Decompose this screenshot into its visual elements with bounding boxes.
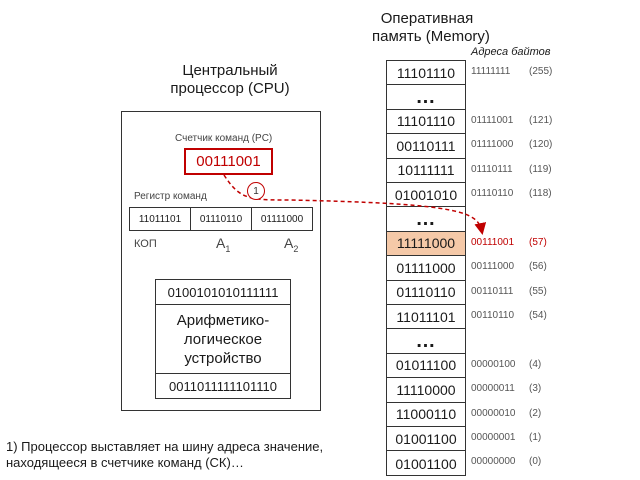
- ir-field-cop: 11011101: [130, 208, 191, 230]
- memory-address-decimal: (121): [529, 114, 553, 126]
- memory-cell: 11101110: [387, 61, 465, 86]
- cpu-title-line-1: Центральный: [182, 62, 278, 79]
- step-badge-number: 1: [253, 185, 259, 197]
- memory-cell: 10111111: [387, 159, 465, 183]
- memory-cell: 11110000: [387, 378, 465, 403]
- memory-address-decimal: (54): [529, 310, 547, 321]
- annotation-line-1: 1) Процессор выставляет на шину адреса з…: [6, 439, 324, 454]
- memory-address-decimal: (118): [529, 188, 552, 199]
- memory-title: Оперативная память (Memory): [372, 10, 490, 46]
- memory-address-binary: 00111001: [471, 236, 515, 248]
- memory-address-binary: 01110110: [471, 188, 514, 199]
- alu-box: 0100101010111111 Арифметико- логическое …: [155, 279, 291, 399]
- ir-label-a2: A2: [284, 235, 299, 254]
- alu-name-line-1: Арифметико-: [176, 311, 270, 329]
- memory-address-binary: 00000010: [471, 407, 516, 419]
- ir-label-cop: КОП: [134, 238, 157, 250]
- memory-cell: 00110111: [387, 134, 465, 159]
- memory-address-decimal: (255): [529, 66, 553, 77]
- memory-address-decimal: (120): [529, 139, 553, 151]
- alu-register-bottom: 0011011111101110: [156, 373, 290, 398]
- alu-name-line-2: логическое: [183, 330, 263, 348]
- annotation-line-2: находящееся в счетчике команд (СК)…: [6, 455, 244, 470]
- memory-cell: 01110110: [387, 281, 465, 305]
- memory-cell: 11000110: [387, 403, 465, 427]
- memory-ellipsis: …: [387, 85, 465, 110]
- memory-address-binary: 00000100: [471, 358, 516, 370]
- ir-label: Регистр команд: [134, 191, 207, 202]
- memory-cell: 01001100: [395, 455, 457, 472]
- memory-address-binary: 01111001: [471, 114, 514, 126]
- memory-cell: 01111000: [387, 256, 465, 281]
- memory-address-binary: 00110110: [471, 310, 515, 321]
- annotation: 1) Процессор выставляет на шину адреса з…: [6, 439, 323, 471]
- memory-address-binary: 00111000: [471, 261, 515, 273]
- ir-label-a1: A1: [216, 235, 231, 254]
- memory-title-line-2: память (Memory): [372, 28, 490, 45]
- ir-field-a2: 01111000: [260, 213, 304, 225]
- memory-address-binary: 00000000: [471, 456, 516, 468]
- memory-cell: 11011101: [387, 305, 465, 330]
- memory-address-decimal: (57): [529, 236, 547, 248]
- cpu-title-line-2: процессор (CPU): [170, 80, 290, 97]
- memory-title-line-1: Оперативная: [380, 10, 474, 27]
- memory-address-binary: 00000001: [471, 432, 516, 443]
- memory-address-decimal: (4): [529, 358, 542, 370]
- alu-name: Арифметико- логическое устройство: [156, 305, 290, 373]
- cpu-title: Центральный процессор (CPU): [160, 62, 300, 98]
- memory-address-decimal: (56): [529, 261, 547, 273]
- memory-address-decimal: (0): [529, 456, 542, 468]
- alu-register-top: 0100101010111111: [156, 280, 290, 305]
- memory-cell: 01001100: [387, 427, 465, 452]
- addresses-header: Адреса байтов: [471, 46, 551, 58]
- memory-address-decimal: (119): [529, 163, 552, 175]
- memory-address-decimal: (55): [529, 285, 547, 297]
- memory-cell: 01001010: [387, 183, 465, 208]
- memory-address-decimal: (3): [529, 383, 542, 395]
- cpu-box: [121, 111, 321, 411]
- memory-address-decimal: (1): [529, 432, 542, 443]
- memory-address-binary: 00000011: [471, 383, 515, 395]
- pc-label: Счетчик команд (PC): [175, 133, 273, 144]
- pc-value: 00111001: [196, 153, 261, 170]
- memory-address-binary: 01110111: [471, 163, 513, 175]
- memory-cell: 11111000: [387, 231, 465, 257]
- step-badge: 1: [247, 182, 265, 200]
- memory-address-decimal: (2): [529, 407, 542, 419]
- alu-name-line-3: устройство: [184, 349, 262, 367]
- memory-cell: 01011100: [387, 354, 465, 379]
- memory-ellipsis: …: [387, 329, 465, 354]
- memory-address-binary: 01111000: [471, 139, 514, 151]
- instruction-register: 11011101 01110110 01111000: [129, 207, 313, 231]
- memory-cell: 11101110: [387, 110, 465, 135]
- memory-address-binary: 11111111: [471, 66, 511, 77]
- ir-field-a1: 01110110: [191, 208, 252, 230]
- memory-address-binary: 00110111: [471, 285, 514, 297]
- memory-ellipsis: …: [387, 207, 465, 232]
- program-counter: 00111001: [184, 148, 273, 175]
